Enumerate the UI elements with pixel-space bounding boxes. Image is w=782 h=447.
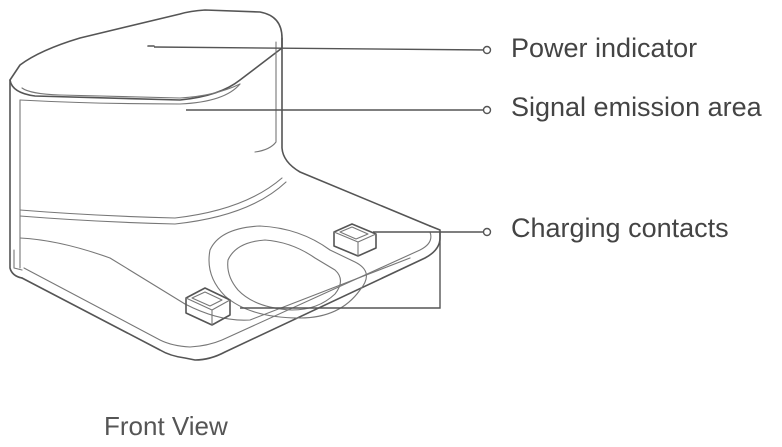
signal-emission-area-label: Signal emission area [511, 92, 762, 122]
dock-front-face [9, 79, 23, 279]
charging-contact-right [333, 223, 377, 257]
dock-top-surface [9, 9, 283, 101]
dock-right-side [281, 37, 431, 227]
dock-center-recess-inner [227, 239, 342, 311]
signal-emission-band-bottom-2 [19, 181, 287, 225]
power-indicator-leader-dot [482, 45, 492, 55]
dock-top-rim [21, 83, 241, 99]
signal-emission-band-bottom [19, 177, 283, 219]
dock-base-plate [21, 225, 441, 361]
dock-center-recess [208, 225, 367, 319]
charging-dock-illustration [9, 9, 441, 361]
callout-leaders [153, 45, 492, 309]
signal-emission-leader-dot [482, 105, 492, 115]
dock-right-side-inner [254, 41, 277, 153]
power-indicator-label: Power indicator [511, 33, 698, 63]
dock-base-edge [23, 231, 432, 348]
dock-foot-detail [13, 249, 23, 271]
signal-emission-band [19, 83, 241, 105]
charging-contacts-leader [240, 231, 487, 309]
figure-caption: Front View [104, 411, 228, 441]
charging-contacts-leader-dot [482, 227, 492, 237]
charging-contact-left [185, 287, 231, 326]
power-indicator-leader [153, 46, 488, 51]
dock-base-inner [19, 237, 411, 321]
charging-contacts-label: Charging contacts [511, 213, 729, 243]
